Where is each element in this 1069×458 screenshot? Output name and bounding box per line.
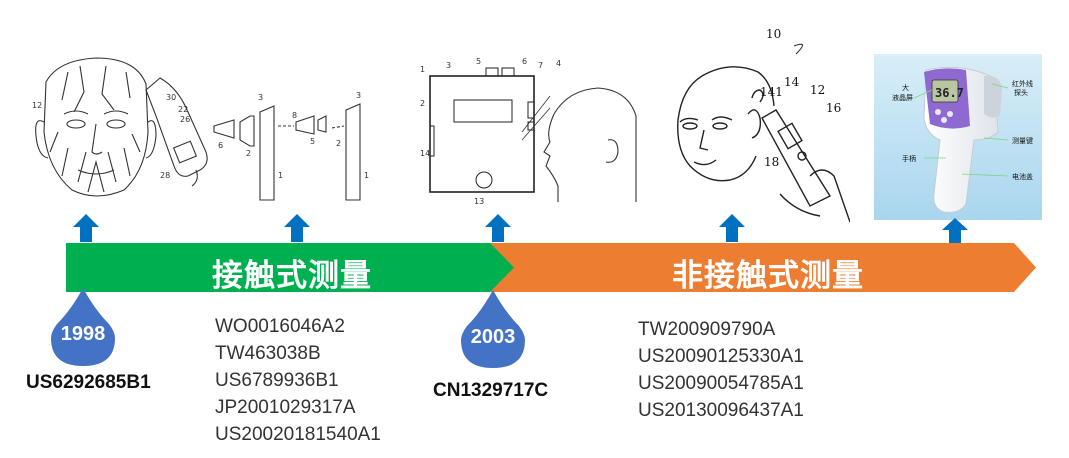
fig5-label-probe: 探头 xyxy=(1014,88,1028,97)
svg-text:28: 28 xyxy=(160,171,170,180)
svg-text:1: 1 xyxy=(364,171,369,180)
timeline-contact-arrow xyxy=(66,243,514,292)
fig4-label-10: 10 xyxy=(766,27,781,41)
milestone-drop-2003 xyxy=(461,290,525,368)
list-item: US20020181540A1 xyxy=(215,424,381,445)
fig4-label-12: 12 xyxy=(810,83,825,97)
fig5-label-handle: 手柄 xyxy=(902,154,916,163)
patent-figure-probe-diagrams: 3 6 2 1 8 5 3 2 1 xyxy=(213,91,369,201)
fig4-label-18: 18 xyxy=(764,155,779,169)
fig4-label-16: 16 xyxy=(826,101,841,115)
list-item: US20130096437A1 xyxy=(638,400,804,421)
phase-label-contact: 接触式测量 xyxy=(212,258,372,294)
svg-text:1: 1 xyxy=(420,65,425,74)
svg-text:26: 26 xyxy=(180,115,190,124)
svg-text:5: 5 xyxy=(476,57,481,66)
svg-text:14: 14 xyxy=(420,149,430,158)
svg-text:2: 2 xyxy=(246,149,251,158)
fig5-label-ir: 红外线 xyxy=(1012,79,1033,88)
milestone-patent-1998: US6292685B1 xyxy=(26,372,151,393)
svg-text:4: 4 xyxy=(556,59,561,68)
svg-text:1: 1 xyxy=(278,171,283,180)
list-item: US6789936B1 xyxy=(215,370,339,391)
milestone-patent-2003: CN1329717C xyxy=(433,380,549,401)
fig4-label-14: 14 xyxy=(784,75,800,89)
up-arrow-icon xyxy=(485,214,511,242)
svg-text:36.7: 36.7 xyxy=(935,86,964,100)
list-item: US20090125330A1 xyxy=(638,346,804,367)
milestone-year-1998: 1998 xyxy=(60,323,106,345)
milestone-drop-1998 xyxy=(51,288,115,366)
up-arrow-icon xyxy=(73,214,99,242)
svg-text:2: 2 xyxy=(420,99,425,108)
svg-text:2: 2 xyxy=(336,139,341,148)
fig5-label-battery: 电池盖 xyxy=(1012,172,1033,181)
timeline-noncontact-arrow xyxy=(490,243,1036,292)
svg-text:3: 3 xyxy=(446,61,451,70)
svg-text:6: 6 xyxy=(218,141,223,150)
product-photo-ir-thermometer: 36.7 大 液晶屏 红外线 探头 测量键 手柄 电池盖 xyxy=(874,54,1042,220)
list-item: TW463038B xyxy=(215,343,321,364)
svg-text:30: 30 xyxy=(166,93,176,102)
svg-text:3: 3 xyxy=(356,91,361,100)
svg-text:8: 8 xyxy=(292,111,297,120)
contact-patent-list: WO0016046A2 TW463038B US6789936B1 JP2001… xyxy=(215,313,381,448)
list-item: TW200909790A xyxy=(638,319,776,340)
svg-text:13: 13 xyxy=(474,197,484,206)
svg-text:12: 12 xyxy=(32,101,42,110)
phase-label-noncontact: 非接触式测量 xyxy=(672,258,864,294)
up-arrow-icon xyxy=(719,214,745,242)
list-item: US20090054785A1 xyxy=(638,373,804,394)
list-item: WO0016046A2 xyxy=(215,316,345,337)
patent-figure-ear-thermometer-use: 10 14 141 12 16 18 xyxy=(677,27,850,222)
fig5-label-big: 大 xyxy=(902,83,909,92)
fig4-label-141: 141 xyxy=(760,85,783,99)
list-item: JP2001029317A xyxy=(215,397,356,418)
noncontact-patent-list: TW200909790A US20090125330A1 US200900547… xyxy=(638,316,804,424)
svg-text:22: 22 xyxy=(178,105,188,114)
milestone-year-2003: 2003 xyxy=(470,326,516,348)
up-arrow-icon xyxy=(942,218,968,244)
svg-text:6: 6 xyxy=(522,57,527,66)
fig5-label-button: 测量键 xyxy=(1012,136,1033,145)
svg-text:7: 7 xyxy=(538,61,543,70)
svg-text:5: 5 xyxy=(310,137,315,146)
svg-text:3: 3 xyxy=(258,93,263,102)
fig5-label-lcd: 液晶屏 xyxy=(892,93,913,102)
up-arrow-icon xyxy=(284,214,310,242)
